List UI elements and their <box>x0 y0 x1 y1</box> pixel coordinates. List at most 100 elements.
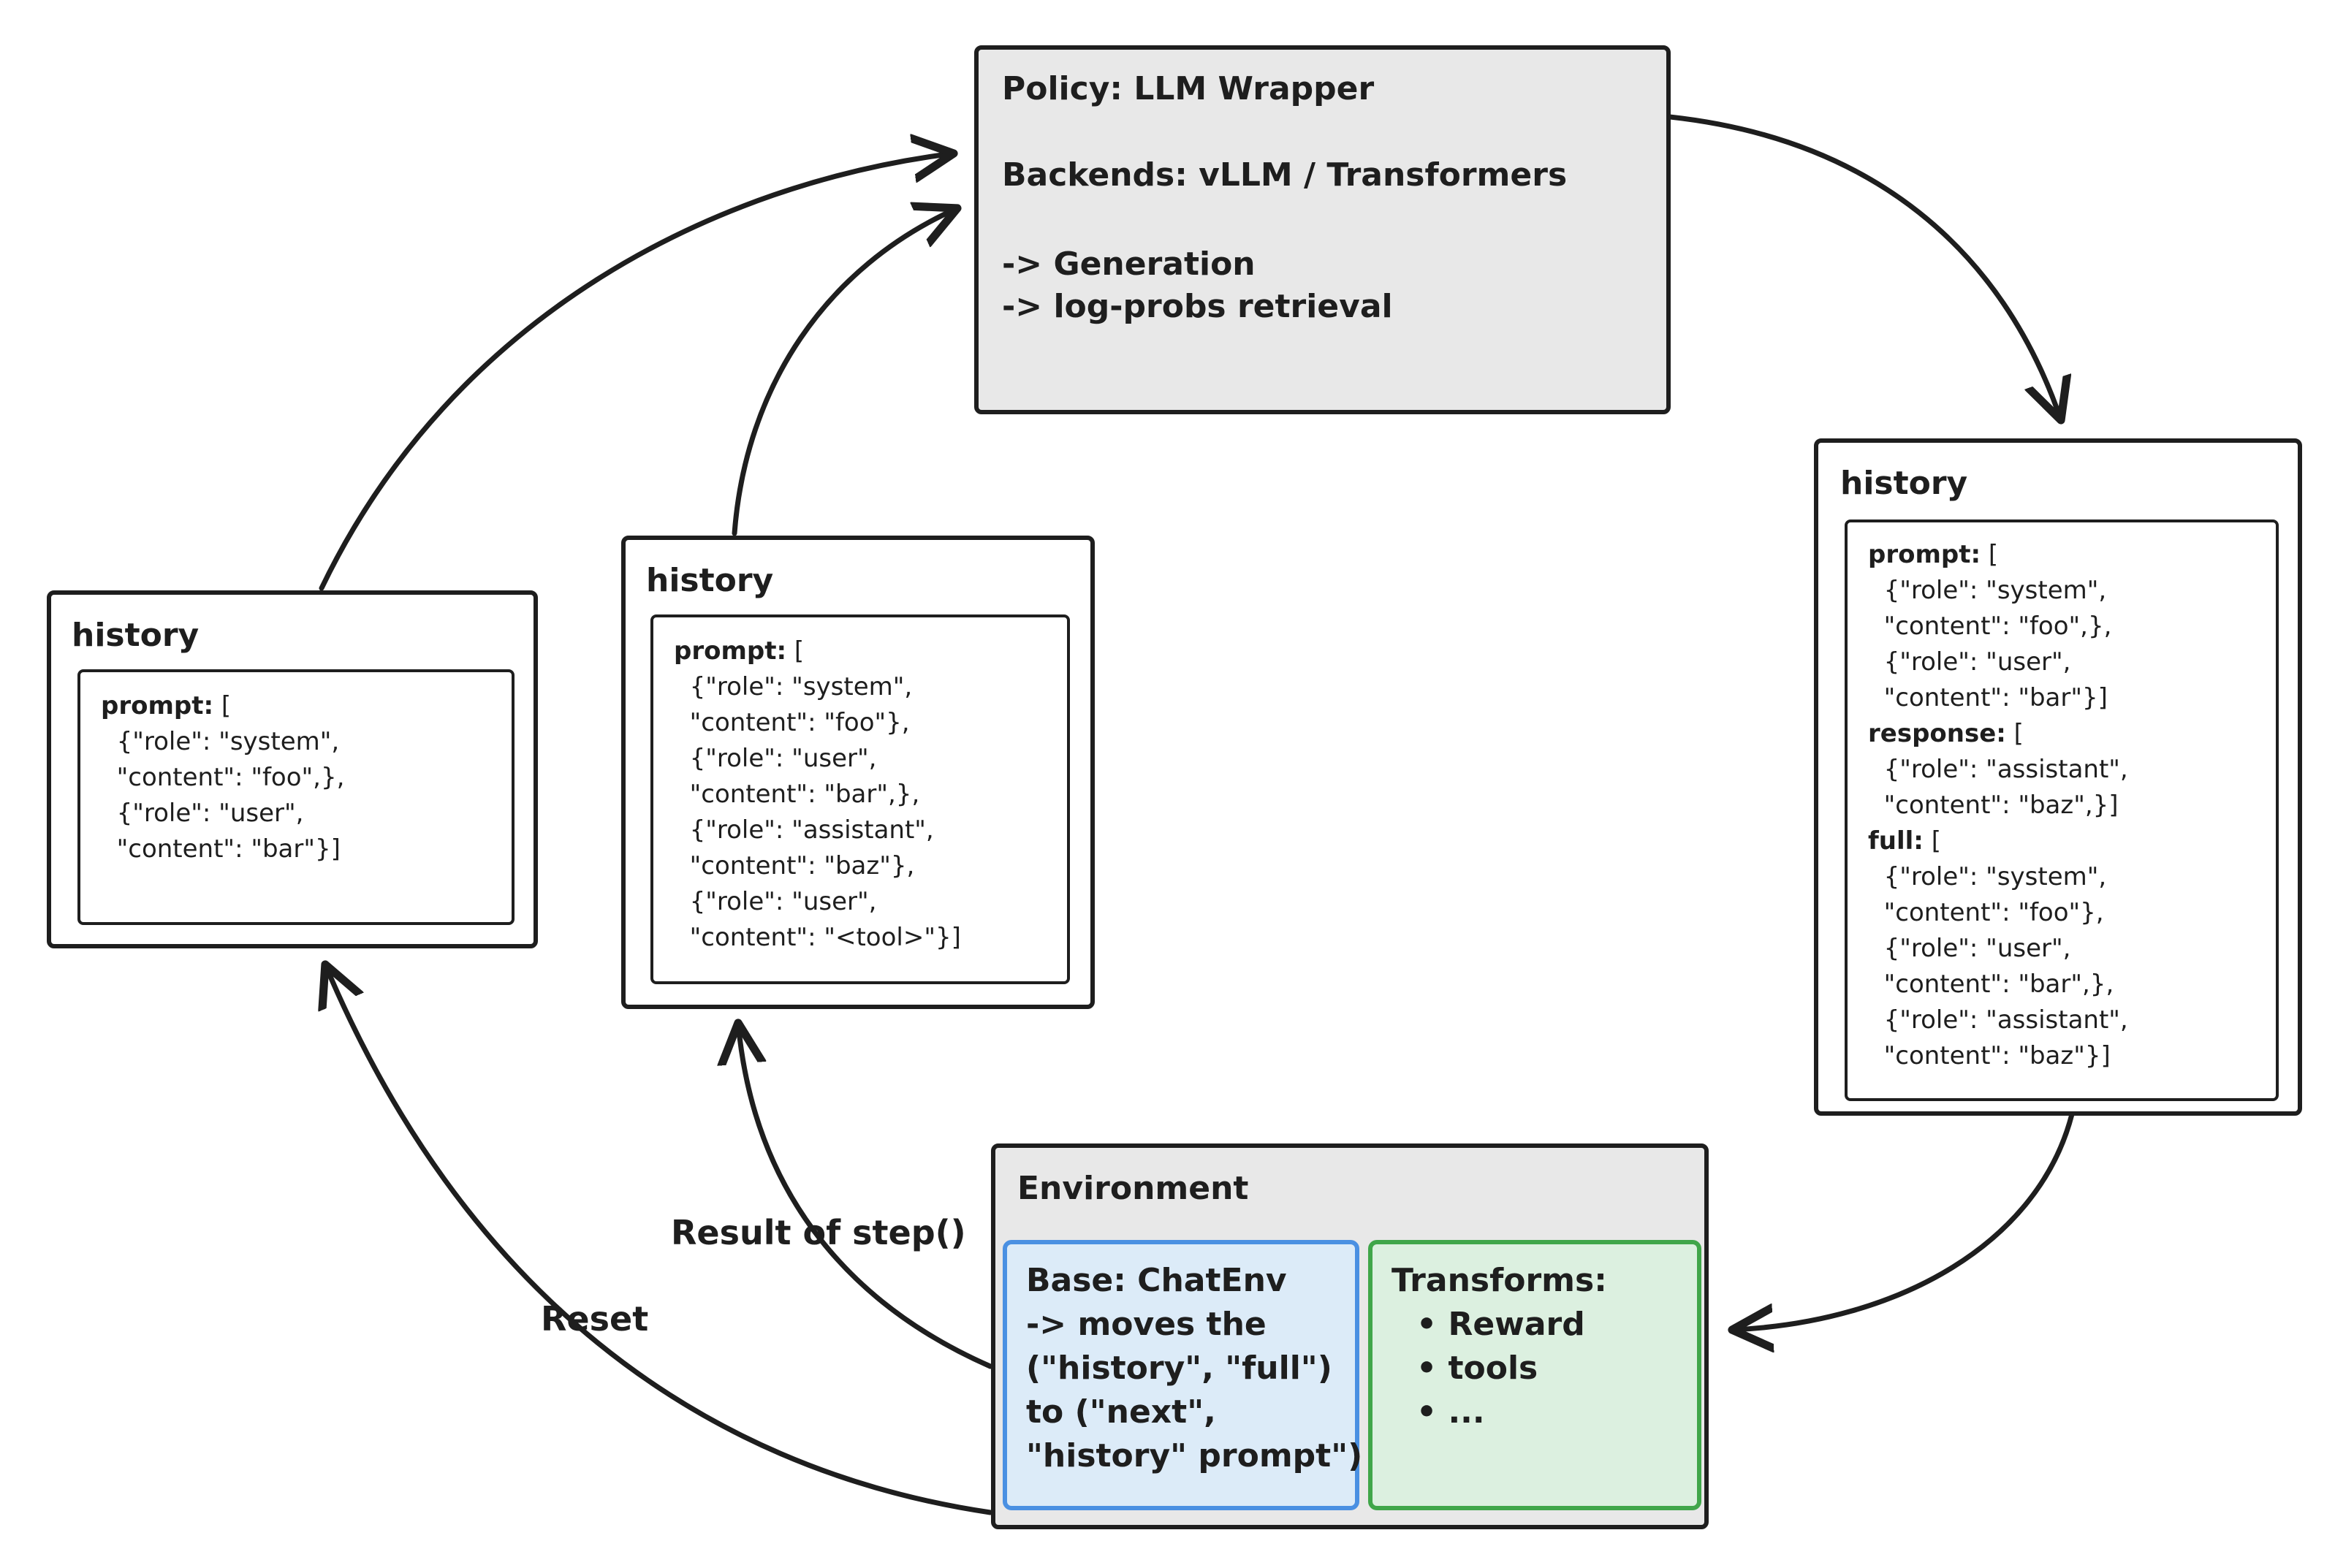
code-value: {"role": "user", <box>1868 934 2071 963</box>
code-value: "content": "bar",}, <box>1868 970 2114 999</box>
environment-box: Environment Base: ChatEnv-> moves the("h… <box>991 1143 1709 1529</box>
code-line: "content": "foo"}, <box>1868 895 2128 931</box>
code-line: {"role": "user", <box>101 796 344 831</box>
step-result-label: Result of step() <box>671 1213 966 1252</box>
history-box-right: history prompt: [ {"role": "system", "co… <box>1814 438 2302 1116</box>
code-value: "content": "baz",}] <box>1868 791 2119 820</box>
code-line: "content": "foo",}, <box>101 760 345 796</box>
code-value: {"role": "system", <box>101 727 340 756</box>
history-right-title: history <box>1840 465 1968 502</box>
code-line: {"role": "user", <box>1868 931 2128 967</box>
code-value: "content": "bar"}] <box>1868 683 2108 712</box>
code-value: "content": "<tool>"}] <box>674 923 961 952</box>
history-left-code: prompt: [ {"role": "system", "content": … <box>101 688 344 867</box>
code-value: "content": "bar",}, <box>674 780 920 809</box>
code-value: "content": "foo"}, <box>674 708 910 737</box>
arrow-policy-to-history-right <box>1667 114 2061 420</box>
code-key: prompt: <box>1868 540 1981 569</box>
transforms-item: • ... <box>1416 1390 1585 1434</box>
transforms-item: • Reward <box>1416 1303 1585 1347</box>
code-line: "content": "bar",}, <box>674 777 961 812</box>
code-value: "content": "foo",}, <box>1868 612 2112 641</box>
environment-base-panel: Base: ChatEnv-> moves the("history", "fu… <box>1003 1240 1362 1510</box>
code-value: {"role": "system", <box>674 672 913 701</box>
transforms-item-label: ... <box>1448 1393 1485 1431</box>
code-value: [ <box>213 691 232 720</box>
code-line: prompt: [ <box>1868 537 2128 573</box>
history-middle-title: history <box>646 562 774 599</box>
code-line: {"role": "assistant", <box>1868 1002 2128 1038</box>
base-line: to ("next", <box>1026 1393 1216 1431</box>
history-box-left: history prompt: [ {"role": "system", "co… <box>47 590 538 948</box>
code-line: "content": "bar"}] <box>1868 680 2128 716</box>
history-left-content: prompt: [ {"role": "system", "content": … <box>77 669 515 925</box>
environment-title: Environment <box>1017 1170 1249 1207</box>
code-value: {"role": "assistant", <box>1868 1005 2128 1035</box>
code-value: {"role": "user", <box>101 799 304 828</box>
code-value: "content": "foo",}, <box>101 763 345 792</box>
code-line: full: [ <box>1868 823 2128 859</box>
bullet-icon: • <box>1416 1350 1449 1387</box>
environment-transforms-panel: Transforms: • Reward• tools• ... <box>1368 1240 1701 1510</box>
code-line: "content": "bar",}, <box>1868 967 2128 1002</box>
history-middle-code: prompt: [ {"role": "system", "content": … <box>674 633 961 956</box>
base-line: "history" prompt") <box>1026 1437 1363 1474</box>
policy-title: Policy: LLM Wrapper <box>1002 70 1375 107</box>
code-line: {"role": "assistant", <box>1868 752 2128 788</box>
code-value: {"role": "system", <box>1868 862 2107 891</box>
code-value: {"role": "system", <box>1868 576 2107 605</box>
transforms-item: • tools <box>1416 1347 1585 1390</box>
arrow-environment-to-history-left <box>325 964 993 1515</box>
code-value: {"role": "user", <box>674 744 877 773</box>
transforms-title: Transforms: <box>1391 1262 1607 1299</box>
code-key: prompt: <box>101 691 214 720</box>
code-value: [ <box>786 636 805 666</box>
code-value: "content": "bar"}] <box>101 834 341 864</box>
code-line: "content": "foo"}, <box>674 705 961 741</box>
code-line: {"role": "system", <box>1868 859 2128 895</box>
code-value: [ <box>1923 826 1941 856</box>
code-value: "content": "baz"}] <box>1868 1041 2111 1070</box>
arrow-environment-to-history-middle <box>738 1023 993 1369</box>
code-value: {"role": "user", <box>674 887 877 916</box>
code-value: [ <box>1981 540 1999 569</box>
base-line: -> moves the <box>1026 1306 1267 1343</box>
environment-base-text: Base: ChatEnv-> moves the("history", "fu… <box>1026 1259 1362 1478</box>
code-line: "content": "baz"}, <box>674 848 961 884</box>
base-line: ("history", "full") <box>1026 1350 1332 1387</box>
history-box-middle: history prompt: [ {"role": "system", "co… <box>621 536 1095 1009</box>
code-line: {"role": "assistant", <box>674 812 961 848</box>
bullet-icon: • <box>1416 1306 1449 1343</box>
code-line: {"role": "system", <box>1868 573 2128 609</box>
transforms-list: • Reward• tools• ... <box>1416 1303 1585 1434</box>
arrow-history-left-to-policy <box>319 153 954 591</box>
reset-label: Reset <box>541 1299 649 1339</box>
code-line: response: [ <box>1868 716 2128 752</box>
code-key: response: <box>1868 719 2006 748</box>
history-right-content: prompt: [ {"role": "system", "content": … <box>1845 520 2279 1101</box>
code-line: prompt: [ <box>674 633 961 669</box>
arrow-history-right-to-environment <box>1732 1111 2075 1330</box>
code-value: "content": "foo"}, <box>1868 898 2104 927</box>
code-line: {"role": "user", <box>1868 644 2128 680</box>
code-line: {"role": "system", <box>101 724 344 760</box>
code-line: "content": "baz"}] <box>1868 1038 2128 1074</box>
code-key: prompt: <box>674 636 787 666</box>
code-value: "content": "baz"}, <box>674 851 915 880</box>
policy-backends: Backends: vLLM / Transformers <box>1002 156 1568 194</box>
arrow-history-middle-to-policy <box>732 208 957 536</box>
code-line: "content": "baz",}] <box>1868 788 2128 823</box>
code-value: {"role": "user", <box>1868 647 2071 677</box>
code-key: full: <box>1868 826 1924 856</box>
code-line: {"role": "system", <box>674 669 961 705</box>
history-left-title: history <box>72 617 200 654</box>
code-value: {"role": "assistant", <box>674 815 934 845</box>
code-line: {"role": "user", <box>674 884 961 920</box>
code-value: [ <box>2005 719 2024 748</box>
code-value: {"role": "assistant", <box>1868 755 2128 784</box>
code-line: "content": "<tool>"}] <box>674 920 961 956</box>
code-line: "content": "bar"}] <box>101 831 344 867</box>
bullet-icon: • <box>1416 1393 1449 1431</box>
transforms-item-label: tools <box>1448 1350 1538 1387</box>
